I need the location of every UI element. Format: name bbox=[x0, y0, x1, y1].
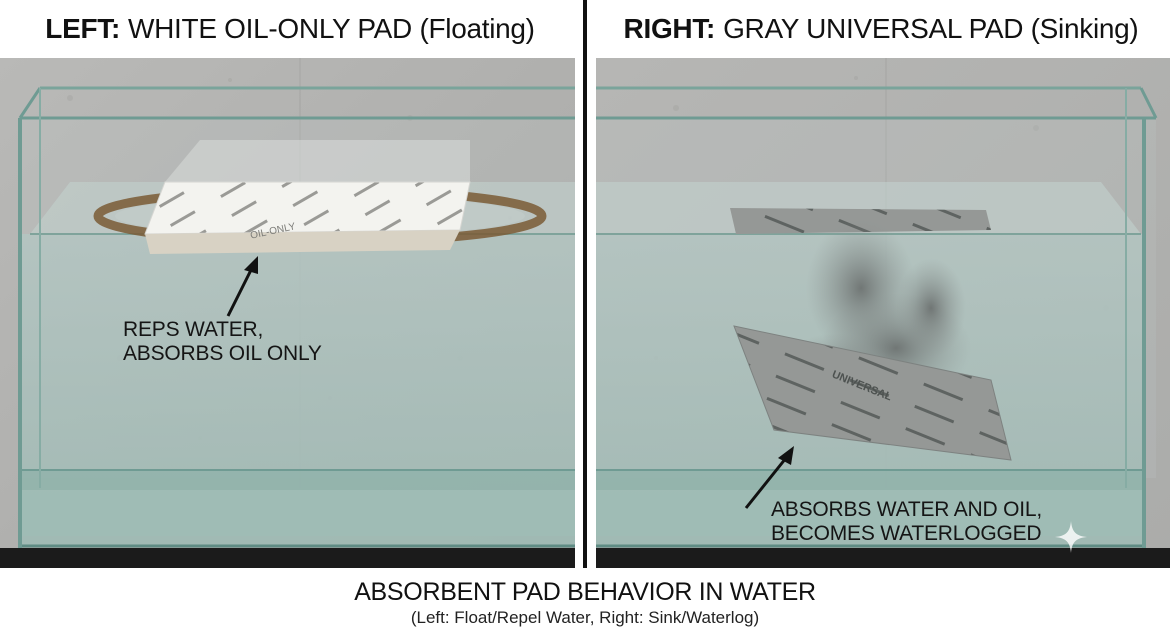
left-tank-illustration bbox=[0, 58, 575, 568]
arrow-icon bbox=[744, 446, 794, 509]
right-callout-line-2: BECOMES WATERLOGGED bbox=[771, 522, 1042, 545]
right-panel-header: RIGHT: GRAY UNIVERSAL PAD (Sinking) bbox=[592, 0, 1170, 58]
left-header-text: WHITE OIL-ONLY PAD (Floating) bbox=[127, 13, 535, 44]
left-tank-photo bbox=[0, 58, 575, 568]
left-header-label: LEFT: bbox=[45, 13, 120, 44]
right-callout: ABSORBS WATER AND OIL, BECOMES WATERLOGG… bbox=[771, 498, 1042, 546]
figure-caption-title: ABSORBENT PAD BEHAVIOR IN WATER bbox=[354, 578, 816, 606]
sparkle-icon bbox=[1055, 521, 1087, 553]
left-callout-line-2: ABSORBS OIL ONLY bbox=[123, 342, 322, 365]
left-callout-line-1: REPS WATER, bbox=[123, 318, 264, 341]
right-callout-line-1: ABSORBS WATER AND OIL, bbox=[771, 498, 1042, 521]
right-header-label: RIGHT: bbox=[623, 13, 716, 44]
panel-divider bbox=[583, 0, 587, 568]
figure-caption-subtitle: (Left: Float/Repel Water, Right: Sink/Wa… bbox=[410, 608, 760, 627]
arrow-icon bbox=[226, 256, 258, 317]
right-header-text: GRAY UNIVERSAL PAD (Sinking) bbox=[723, 13, 1139, 44]
right-tank-illustration bbox=[596, 58, 1170, 568]
left-panel-header: LEFT: WHITE OIL-ONLY PAD (Floating) bbox=[0, 0, 580, 58]
right-tank-photo bbox=[596, 58, 1170, 568]
left-callout: REPS WATER, ABSORBS OIL ONLY bbox=[123, 318, 322, 366]
